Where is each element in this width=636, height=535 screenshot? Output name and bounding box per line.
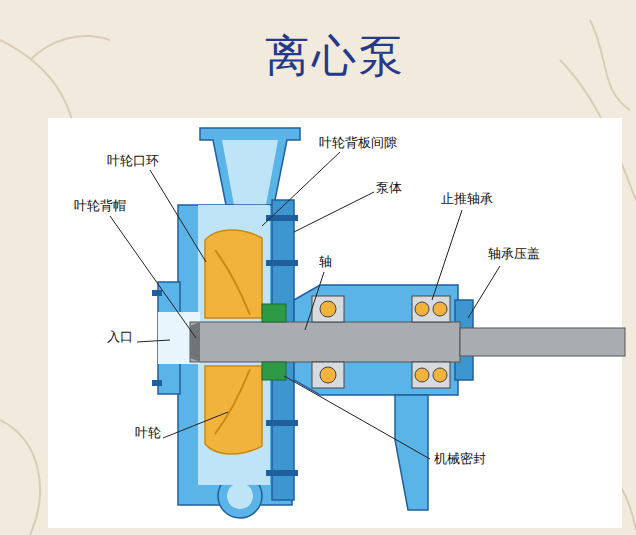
impeller-lower [205,366,262,454]
outlet-nozzle [200,128,300,205]
mechanical-seal [262,304,286,322]
shaft [190,322,460,362]
part-label: 叶轮背板间隙 [318,135,398,151]
part-label: 轴承压盖 [487,246,541,262]
page-title: 离心泵 [265,32,406,80]
impeller-nut [190,322,200,362]
part-label: 机械密封 [433,451,487,467]
part-label: 叶轮 [134,425,162,441]
impeller-upper [205,230,262,318]
shaft-end [460,328,625,356]
support-foot [395,395,428,510]
white-panel [48,118,622,528]
part-label: 轴 [318,254,333,270]
part-label: 叶轮口环 [106,153,160,169]
background-branches [0,20,636,535]
part-label: 止推轴承 [440,191,494,207]
part-label: 泵体 [375,180,403,196]
mechanical-seal [262,362,286,380]
bearings [312,296,450,388]
outlet-passage [222,140,278,205]
part-label: 入口 [106,329,134,345]
leader-lines [110,152,500,459]
part-label: 叶轮背帽 [73,198,127,214]
inlet-opening [158,312,200,364]
volute-passage [227,483,253,509]
